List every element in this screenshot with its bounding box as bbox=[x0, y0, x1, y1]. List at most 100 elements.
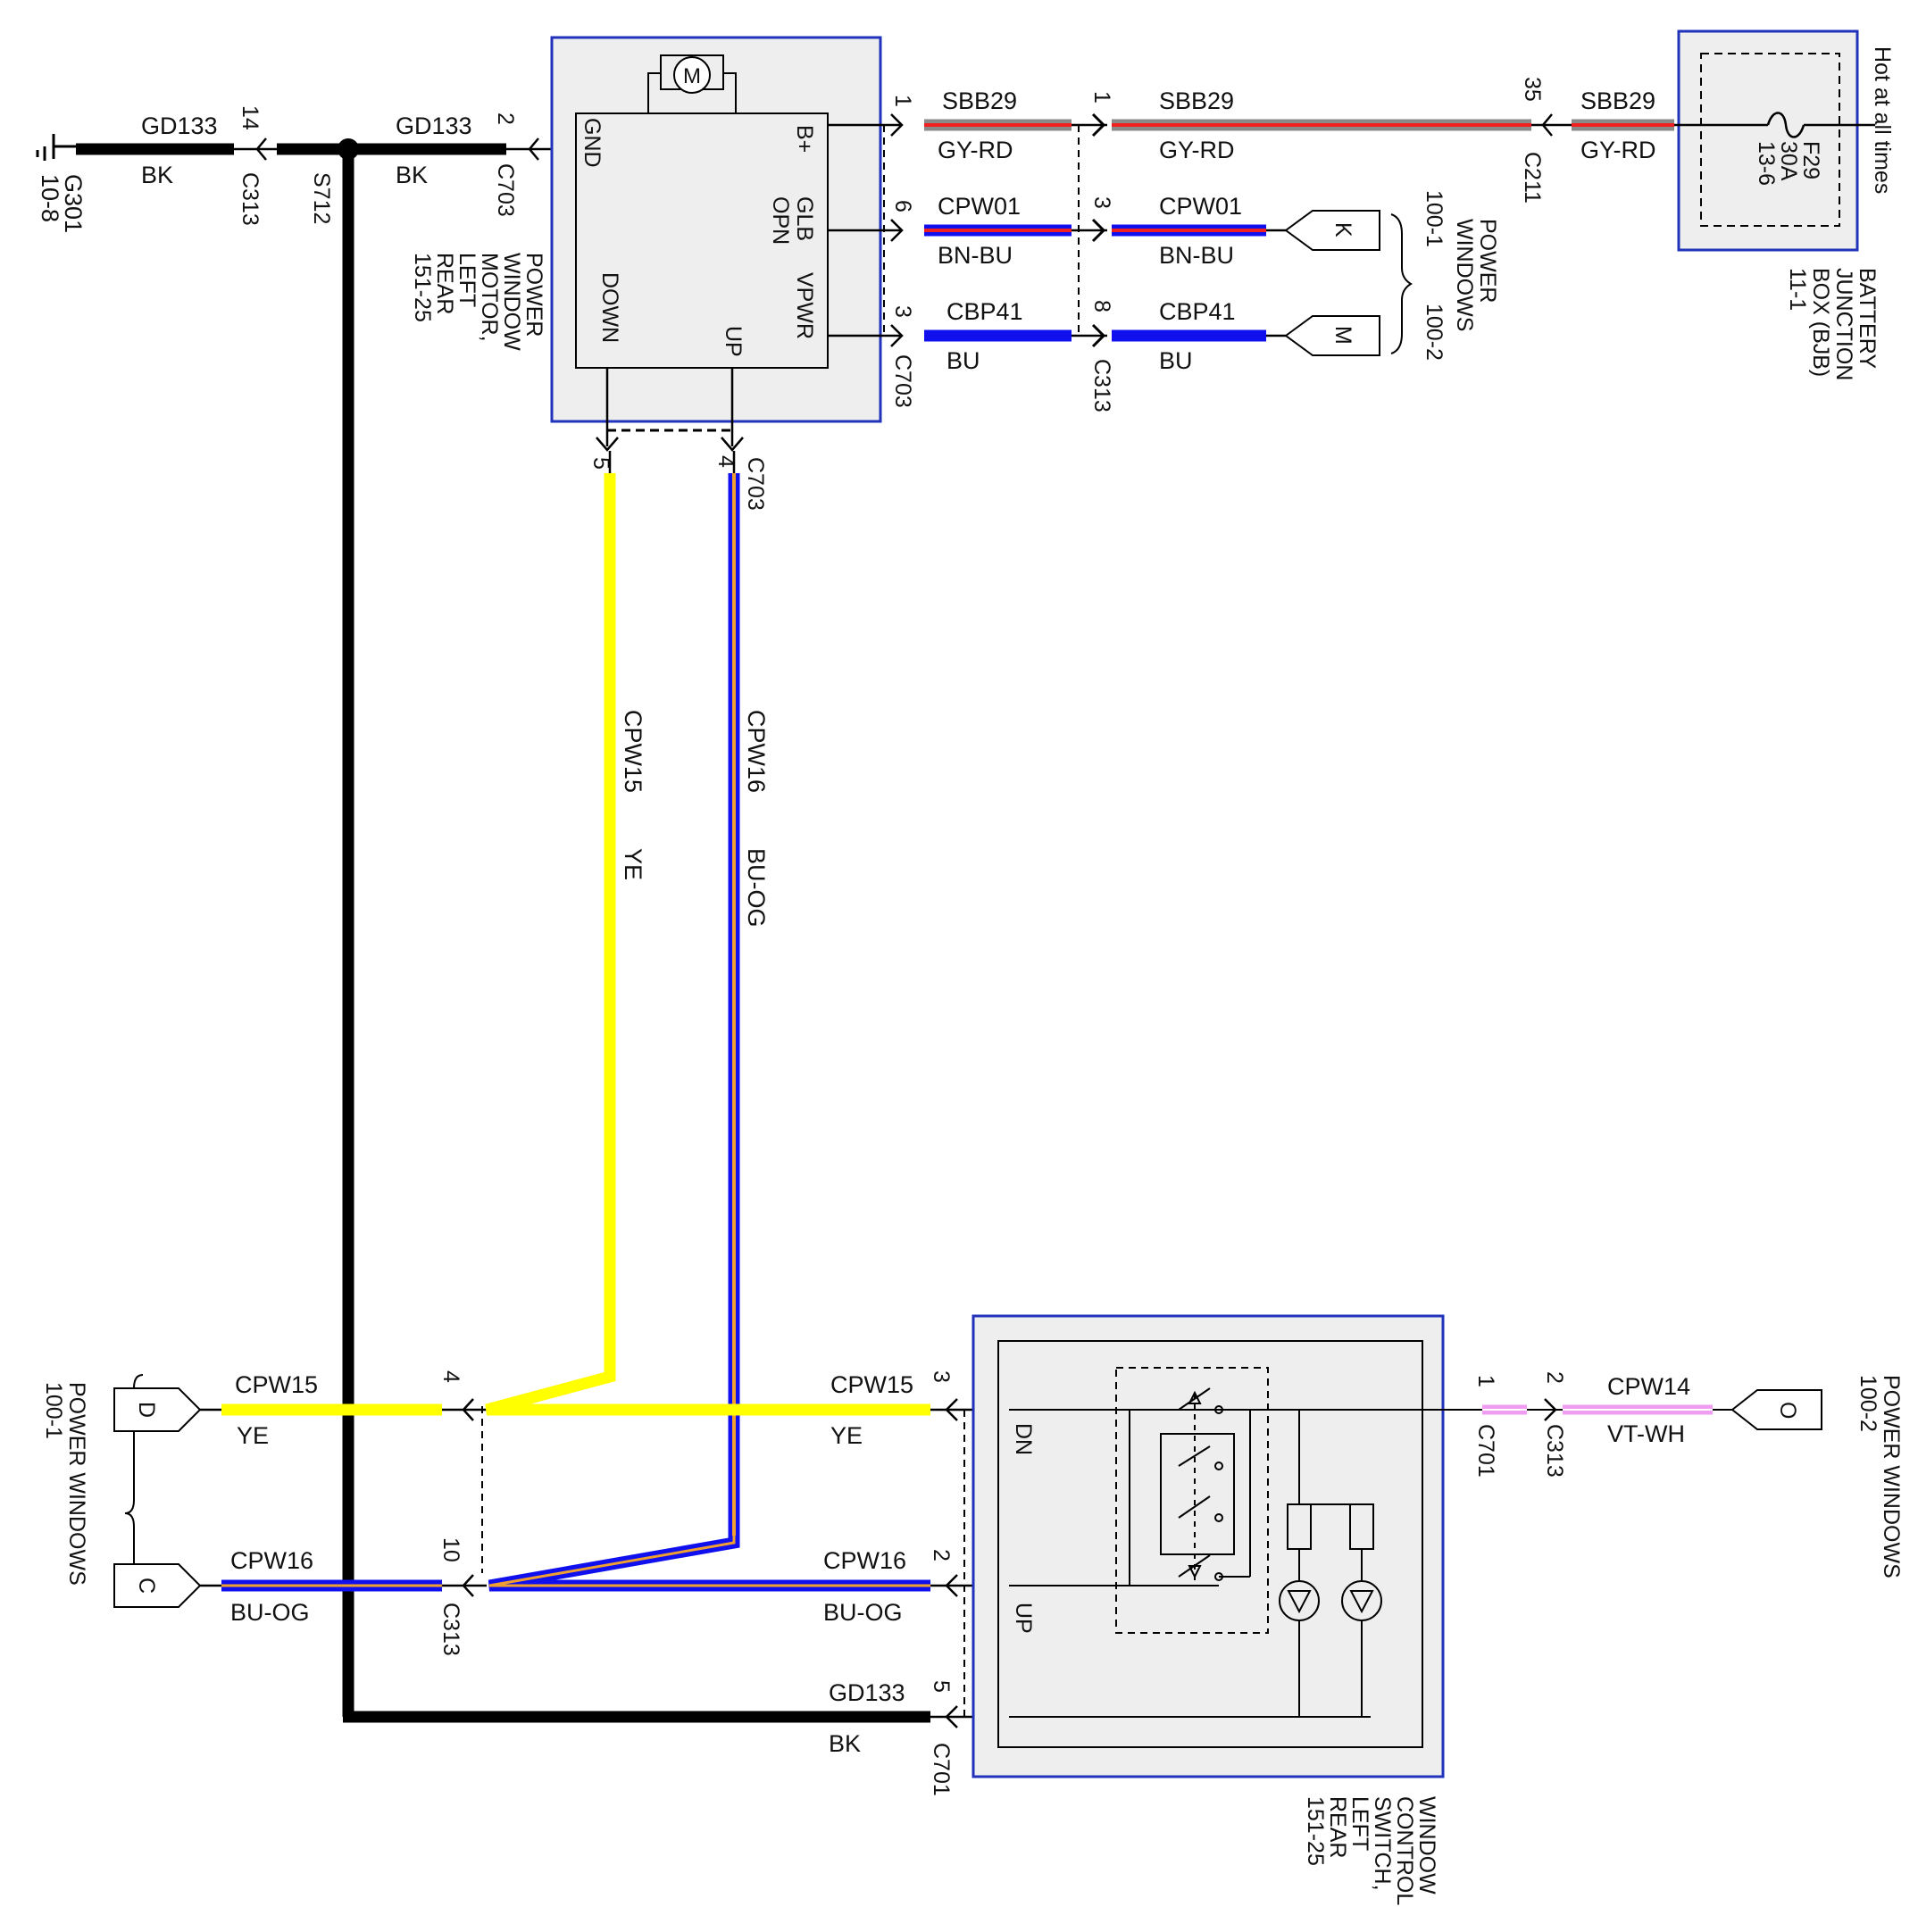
flag-k[interactable] bbox=[1284, 210, 1380, 251]
motor-pin-down: DOWN bbox=[597, 272, 622, 343]
flag-d[interactable] bbox=[113, 1387, 202, 1432]
switch-inner bbox=[997, 1340, 1423, 1748]
motor-icon: M bbox=[647, 54, 737, 114]
motor-name: POWER WINDOW MOTOR, LEFT REAR 151-25 bbox=[410, 253, 546, 351]
flag-d-label: D bbox=[134, 1402, 159, 1418]
bjb-inner bbox=[1700, 53, 1840, 227]
svg-text:REAR: REAR bbox=[1325, 1796, 1350, 1858]
wire-sbb29-a-circuit: SBB29 bbox=[942, 87, 1017, 114]
connector-c313-bottom: C313 bbox=[438, 1603, 463, 1656]
pin-5-c701: 5 bbox=[929, 1680, 954, 1693]
svg-text:MOTOR,: MOTOR, bbox=[477, 253, 502, 342]
pin-1-c313: 1 bbox=[1089, 91, 1114, 104]
flag-k-label: K bbox=[1330, 222, 1355, 237]
connector-c313-left: C313 bbox=[238, 172, 263, 226]
connector-c313-right: C313 bbox=[1542, 1424, 1567, 1478]
wire-cpw14-color: VT-WH bbox=[1607, 1420, 1685, 1447]
connector-c211: C211 bbox=[1520, 152, 1545, 204]
pin-3-c313: 3 bbox=[1089, 196, 1114, 209]
wire-cpw15-left-circuit: CPW15 bbox=[235, 1371, 318, 1398]
switch-name: WINDOW CONTROL SWITCH, LEFT REAR 151-25 bbox=[1303, 1796, 1439, 1905]
svg-text:151-25: 151-25 bbox=[1303, 1796, 1328, 1866]
wire-sbb29-b-color: GY-RD bbox=[1159, 137, 1235, 163]
flag-c[interactable] bbox=[113, 1563, 202, 1608]
wire-cpw16-right-color: BU-OG bbox=[823, 1599, 903, 1626]
svg-text:BATTERY: BATTERY bbox=[1855, 268, 1880, 369]
svg-text:JUNCTION: JUNCTION bbox=[1831, 268, 1856, 380]
svg-text:WINDOW: WINDOW bbox=[1414, 1796, 1439, 1895]
pin-6-c703: 6 bbox=[890, 200, 915, 212]
pin-14: 14 bbox=[238, 105, 263, 130]
wire-cpw16-vertical-color: BU-OG bbox=[743, 848, 770, 928]
wire-cpw01-b-circuit: CPW01 bbox=[1159, 193, 1242, 220]
pin-10-c313: 10 bbox=[438, 1537, 463, 1562]
wire-cpw16-left-color: BU-OG bbox=[230, 1599, 310, 1626]
svg-text:SWITCH,: SWITCH, bbox=[1370, 1796, 1395, 1891]
flag-c-label: C bbox=[134, 1578, 159, 1594]
wire-cpw14-circuit: CPW14 bbox=[1607, 1373, 1690, 1400]
wire-sbb29-a-color: GY-RD bbox=[938, 137, 1013, 163]
wire-cpw01-a-color: BN-BU bbox=[938, 242, 1013, 269]
connector-c703-gnd: C703 bbox=[493, 163, 518, 217]
svg-text:WINDOW: WINDOW bbox=[499, 253, 524, 351]
motor-inner bbox=[575, 112, 829, 369]
wire-gd133-bottom-color: BK bbox=[829, 1730, 861, 1757]
wire-cpw16-right-circuit: CPW16 bbox=[823, 1547, 906, 1574]
pw-ref-100-1: 100-1 bbox=[1422, 190, 1447, 247]
motor-pin-vpwr: VPWR bbox=[792, 272, 817, 339]
wire-cpw15-vertical-color: YE bbox=[620, 848, 646, 880]
flag-o-label: O bbox=[1775, 1402, 1800, 1419]
switch-dn-label: DN bbox=[1011, 1423, 1036, 1455]
wire-cpw01-a-circuit: CPW01 bbox=[938, 193, 1021, 220]
svg-text:CONTROL: CONTROL bbox=[1392, 1796, 1417, 1905]
pin-4-c313: 4 bbox=[438, 1370, 463, 1383]
svg-text:11-1: 11-1 bbox=[1785, 268, 1810, 311]
fuse-f29-ref: 13-6 bbox=[1754, 141, 1779, 186]
motor-pin-glb: GLB bbox=[792, 196, 817, 241]
svg-text:LEFT: LEFT bbox=[454, 253, 480, 307]
wire-gd133-left-circuit: GD133 bbox=[141, 112, 218, 139]
svg-text:LEFT: LEFT bbox=[1347, 1796, 1372, 1851]
wire-gd133-right-color: BK bbox=[396, 162, 428, 188]
connector-c701-bottom: C701 bbox=[929, 1743, 954, 1796]
wire-gd133-bottom-circuit: GD133 bbox=[829, 1679, 905, 1706]
wire-cpw15-right-circuit: CPW15 bbox=[830, 1371, 913, 1398]
svg-text:M: M bbox=[683, 64, 701, 88]
pin-35: 35 bbox=[1520, 77, 1545, 102]
right-pw-ref: 100-2 bbox=[1855, 1375, 1880, 1432]
ground-symbol bbox=[36, 134, 76, 161]
pin-4-c703: 4 bbox=[713, 455, 738, 468]
pin-3-c701: 3 bbox=[929, 1370, 954, 1383]
pin-2-c313-right: 2 bbox=[1542, 1371, 1567, 1384]
pin-5-c703: 5 bbox=[588, 457, 613, 470]
pw-ref-100-2: 100-2 bbox=[1422, 304, 1447, 361]
wire-cpw15-merge[interactable] bbox=[485, 1366, 930, 1416]
wire-cpw15-left-color: YE bbox=[237, 1422, 269, 1449]
bjb-box[interactable] bbox=[1677, 29, 1859, 252]
wire-sbb29-c-circuit: SBB29 bbox=[1580, 87, 1655, 114]
fuse-f29-label: F29 bbox=[1798, 141, 1823, 179]
wire-cpw16-left-circuit: CPW16 bbox=[230, 1547, 313, 1574]
flag-m[interactable] bbox=[1284, 315, 1380, 356]
left-pw-title: POWER WINDOWS bbox=[64, 1382, 89, 1586]
connector-c703-gnd-symbol bbox=[528, 137, 539, 161]
connector-c701-right: C701 bbox=[1473, 1424, 1498, 1478]
flag-m-label: M bbox=[1330, 326, 1355, 345]
wire-cbp41-b-color: BU bbox=[1159, 347, 1193, 374]
bjb-name: BATTERY JUNCTION BOX (BJB) 11-1 bbox=[1785, 268, 1880, 380]
pw-title-2: WINDOWS bbox=[1452, 219, 1477, 331]
connector-c703-bottom: C703 bbox=[743, 457, 768, 511]
flag-o[interactable] bbox=[1730, 1389, 1822, 1430]
motor-pin-gnd: GND bbox=[580, 118, 605, 168]
wire-sbb29-b-circuit: SBB29 bbox=[1159, 87, 1234, 114]
wire-gd133-left-color: BK bbox=[141, 162, 173, 188]
wire-cpw15-right-color: YE bbox=[830, 1422, 863, 1449]
motor-pin-opn: OPN bbox=[768, 196, 793, 245]
brace bbox=[1390, 213, 1413, 354]
motor-pin-bplus: B+ bbox=[792, 125, 817, 153]
pin-3-c703: 3 bbox=[890, 305, 915, 318]
left-pw-ref: 100-1 bbox=[41, 1382, 66, 1439]
fuse-f29-symbol bbox=[1766, 112, 1805, 138]
ground-ref: 10-8 bbox=[37, 174, 63, 222]
